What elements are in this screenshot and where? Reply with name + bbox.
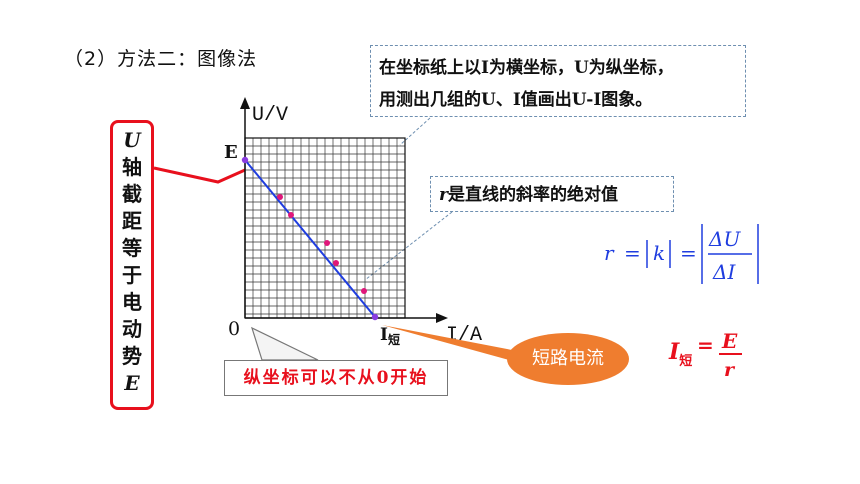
short-current-point [371, 313, 379, 321]
section-heading: （2）方法二：图像法 [64, 48, 258, 70]
vertical-note-char: 于 [122, 263, 142, 287]
fit-line [244, 159, 376, 318]
vertical-note-char: 距 [122, 209, 142, 233]
svg-text:=: = [680, 241, 697, 265]
vertical-note-char: 轴 [122, 155, 142, 179]
y-start-note: 纵坐标可以不从0开始 [224, 360, 448, 396]
coordinate-note-line1: 在坐标纸上以I为横坐标，U为纵坐标， [379, 58, 674, 78]
svg-text:=: = [697, 333, 714, 357]
coordinate-note: 在坐标纸上以I为横坐标，U为纵坐标， 用测出几组的U、I值画出U-I图象。 [370, 45, 746, 117]
svg-text:ΔI: ΔI [712, 260, 736, 284]
y-axis-arrow [240, 97, 250, 109]
data-point [333, 260, 339, 266]
svg-text:k: k [653, 241, 665, 265]
origin-label: 0 [228, 318, 240, 340]
svg-text:r: r [724, 359, 736, 381]
slope-note-var: r [439, 185, 448, 205]
data-point [324, 240, 330, 246]
svg-text:r: r [604, 241, 615, 265]
red-connector [153, 166, 246, 184]
svg-text:=: = [624, 241, 641, 265]
data-point [288, 212, 294, 218]
svg-text:E: E [721, 329, 738, 353]
vertical-note-box: U 轴 截 距 等 于 电 动 势 E [110, 120, 154, 410]
note2-pointer [364, 211, 453, 281]
graph-grid [244, 137, 406, 318]
vertical-note-char: 势 [122, 344, 142, 368]
data-point [277, 194, 283, 200]
note1-pointer [399, 117, 431, 146]
short-label: I短 [380, 325, 400, 347]
vertical-note-char: 动 [122, 317, 142, 341]
e-label: E [224, 142, 238, 163]
orange-note-pointer [382, 325, 520, 363]
vertical-note-char: E [124, 371, 140, 395]
slope-note-text: 是直线的斜率的绝对值 [447, 185, 618, 205]
slope-formula: r = k = ΔU ΔI [604, 224, 759, 284]
vertical-note-char: U [123, 128, 141, 152]
coordinate-note-line2: 用测出几组的U、I值画出U-I图象。 [379, 90, 653, 110]
short-current-formula: I短 = E r [668, 329, 742, 381]
short-circuit-note: 短路电流 [507, 333, 629, 385]
data-point [361, 288, 367, 294]
slope-note: r是直线的斜率的绝对值 [430, 176, 674, 212]
e-intercept-point [241, 156, 249, 164]
vertical-note-char: 截 [122, 182, 142, 206]
vertical-note-char: 电 [122, 290, 142, 314]
x-axis-arrow [436, 313, 448, 323]
y-axis-label: U/V [252, 104, 288, 127]
svg-text:ΔU: ΔU [708, 227, 741, 251]
svg-text:I短: I短 [668, 339, 692, 369]
vertical-note-char: 等 [122, 236, 142, 260]
red-note-pointer [251, 326, 319, 361]
